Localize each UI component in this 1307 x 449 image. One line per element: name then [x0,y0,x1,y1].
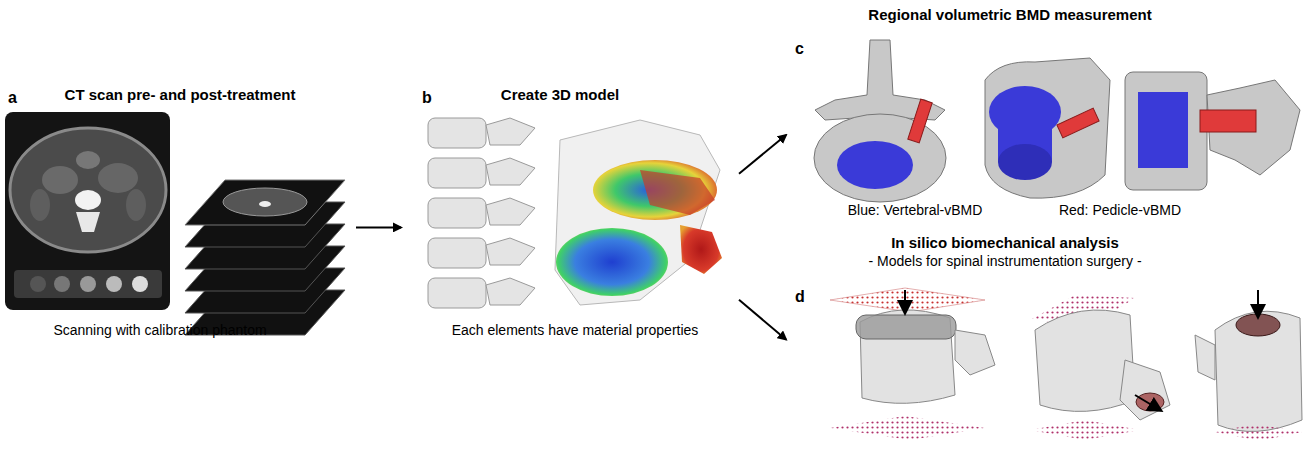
pullout-model-part [1136,393,1164,411]
vertebra-top-view [814,40,946,202]
endplate-model-part [1195,335,1215,380]
fe-model-part [556,228,668,296]
pullout-model-part [1030,420,1140,440]
endplate-model-part [1236,314,1280,336]
ct-scan-image-part [98,163,138,193]
pullout-model-part [1135,395,1160,410]
spine-model-part [428,278,486,308]
ct-slice-stack-part [223,188,307,216]
legend-caption: Blue: Vertebral-vBMD [848,202,983,219]
flow-arrow [356,226,401,228]
fe-model-part [593,160,717,220]
endplate-model-part [1215,311,1302,431]
compression-model-part [856,315,956,339]
ct-scan-image-part [106,276,122,292]
ct-scan-image [5,112,170,310]
fe-model-part [555,120,720,305]
endplate-model-part [1257,290,1259,316]
panel-caption: Scanning with calibration phantom [53,322,266,339]
ct-scan-image-part [42,166,78,194]
ct-scan-image-part [126,189,146,221]
ct-slice-stack-part [259,201,271,207]
ct-scan-image-part [14,270,162,298]
ct-slice-stack-part [185,180,345,225]
spine-model [428,118,535,308]
compression-model-part [904,290,906,312]
vertebra-oblique-view [985,58,1110,198]
spine-model-part [428,198,486,228]
compression-model-part [830,288,985,312]
ct-scan-image-part [10,128,166,252]
ct-scan-image-part [30,189,50,221]
ct-scan-image-part [80,276,96,292]
spine-model-part [486,238,535,265]
panel-letter: a [8,88,17,107]
panel-letter: c [795,39,804,58]
legend-caption: Red: Pedicle-vBMD [1059,202,1181,219]
ct-scan-image-part [54,276,70,292]
panel-letter: d [795,287,805,306]
spine-model-part [428,238,486,268]
endplate-model-part [1215,424,1302,441]
spine-model-part [486,118,535,145]
panel-title: Regional volumetric BMD measurement [868,6,1151,24]
vertebra-top-view-part [908,99,932,143]
spine-model-part [428,158,486,188]
fe-model-part [680,225,722,274]
vertebra-lateral-view-part [1200,110,1256,132]
vertebra-lateral-view-part [1138,92,1188,168]
compression-model-part [830,416,985,440]
panel-caption: Each elements have material properties [452,322,699,339]
ct-scan-image-part [30,276,46,292]
vertebra-oblique-view-part [985,58,1110,198]
vertebra-top-view-part [837,141,913,189]
figure-panel: b Create 3D modelEach elements have mater… [405,80,735,348]
ct-slice-stack [185,180,345,335]
pullout-model-part [1120,360,1170,420]
vertebra-oblique-view-part [1057,108,1099,138]
vertebra-lateral-view-part [1125,72,1207,190]
spine-model-part [486,198,535,225]
ct-scan-image-part [76,212,100,232]
fe-model-part [640,170,715,215]
compression-model-part [955,330,995,375]
pullout-model [1030,295,1170,440]
vertebra-lateral-view [1125,72,1300,190]
panel-title: In silico biomechanical analysis [891,234,1119,252]
flow-arrow [739,135,786,174]
spine-model-part [486,278,535,305]
ct-scan-image-part [5,112,170,310]
ct-scan-image-part [76,151,100,169]
spine-model-part [486,158,535,185]
vertebra-top-view-part [814,114,946,202]
ct-scan-image-part [132,276,148,292]
fe-model [555,120,722,305]
figure-panel: a CT scan pre- and post-treatmentScanning… [2,80,352,348]
figure-panel: c Regional volumetric BMD measurementBlue… [790,4,1305,226]
panel-title: CT scan pre- and post-treatment [65,86,296,104]
endplate-model [1195,290,1302,441]
flow-arrow [739,300,786,340]
ct-scan-image-part [75,190,101,210]
panel-subtitle: - Models for spinal instrumentation surg… [868,253,1141,270]
panel-letter: b [422,88,432,107]
compression-model [830,288,995,440]
figure-panel: d In silico biomechanical analysis- Model… [790,232,1305,447]
spine-model-part [428,118,486,148]
panel-title: Create 3D model [501,86,619,104]
vertebra-oblique-view-part [998,144,1052,180]
